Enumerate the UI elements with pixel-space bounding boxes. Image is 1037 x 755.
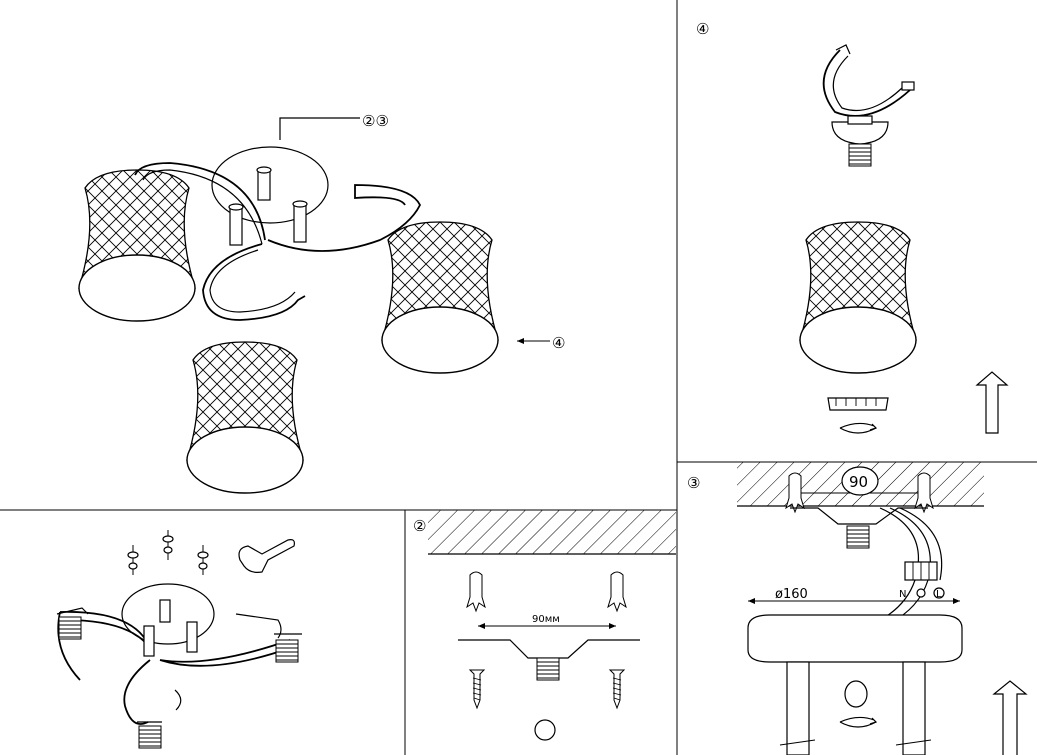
step3-panel: ③ 90 N L ø160 [687,462,1028,755]
step4-up-arrow [975,371,1009,434]
step4-arm [822,49,911,117]
callout-line-top [279,117,360,140]
step4-number: ④ [696,20,709,38]
arm-left [134,162,266,241]
step2-ceiling [428,510,676,554]
step2-number: ② [413,517,426,535]
step3-width-label: 90 [849,473,868,491]
step3-bracket [790,507,928,525]
step4-panel: ④ [696,20,1009,434]
step3-number: ③ [687,474,700,492]
step3-terminal-l: L [936,589,942,600]
step4-rotate-arrow [839,427,877,434]
step4-socket-cup [831,121,889,145]
step3-canopy [747,614,963,663]
shade-left [78,169,196,322]
step4-socket-thread [848,143,872,167]
wrench-icon [238,539,295,573]
post-right [293,203,307,243]
step2-bracket [458,639,640,659]
step2-dimension-label: 90мм [532,614,560,625]
step3-terminal-n: N [899,589,906,600]
step4-shade [799,221,917,374]
step2-panel: ② 90мм [413,510,676,741]
post-back [257,169,271,201]
step2-nut [534,719,556,741]
callout-top-label: ②③ [362,112,389,130]
arm-right [267,184,422,252]
arm-front [202,243,306,321]
post-left [229,206,243,246]
shade-right [381,221,499,374]
hardware-panel [56,530,302,749]
step3-nut [844,680,868,708]
main-chandelier-illustration: ②③ ④ [78,112,565,494]
step4-ring-nut [827,397,889,411]
step3-diameter-label: ø160 [775,587,808,602]
callout-shade-label: ④ [552,334,565,352]
step3-up-arrow [992,680,1028,755]
hardware-small-parts [127,530,209,575]
shade-front [186,341,304,494]
